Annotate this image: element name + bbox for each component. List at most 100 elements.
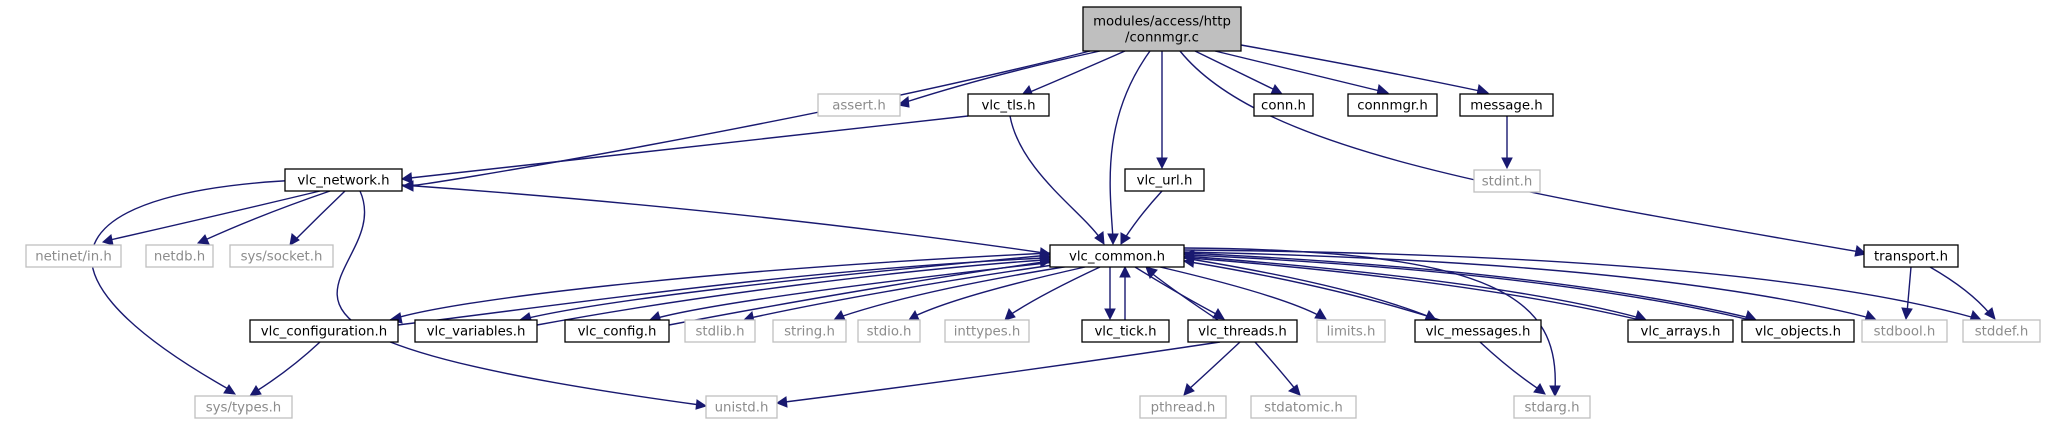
edge-root-to-vlc_network [401, 50, 1091, 192]
node-label: netinet/in.h [35, 250, 112, 265]
arrow-head [1270, 84, 1284, 95]
edge-vlc_common-to-limits [1159, 266, 1327, 320]
edge-line [784, 341, 1221, 403]
arrow-head [196, 234, 210, 245]
node-label: vlc_objects.h [1755, 325, 1841, 340]
edge-vlc_threads-to-stdatomic [1254, 341, 1301, 396]
edge-line [536, 259, 1045, 326]
arrow-head [1182, 249, 1195, 261]
node-label: vlc_arrays.h [1641, 325, 1721, 340]
node-box [944, 319, 1030, 343]
node-vlc-network[interactable]: vlc_network.h [284, 168, 403, 192]
edge-vlc_tick-to-vlc_common [1119, 265, 1131, 320]
edge-line [389, 252, 1051, 321]
edge-line [839, 265, 1071, 318]
arrow-head [1004, 307, 1016, 321]
node-label: vlc_variables.h [427, 325, 526, 340]
arrow-head [695, 399, 708, 410]
edges-layer [91, 44, 1996, 410]
node-label: sys/socket.h [241, 250, 323, 265]
node-box [772, 319, 847, 343]
node-vlc-tls[interactable]: vlc_tls.h [967, 93, 1050, 117]
node-vlc-tick[interactable]: vlc_tick.h [1081, 319, 1170, 343]
node-sys-socket: sys/socket.h [229, 244, 334, 268]
node-label: stdio.h [867, 325, 912, 340]
node-label: stdint.h [1482, 175, 1533, 190]
edge-line [1109, 50, 1151, 240]
node-vlc-variables[interactable]: vlc_variables.h [414, 319, 538, 343]
edge-vlc_tls-to-vlc_common [1009, 115, 1105, 245]
node-transport[interactable]: transport.h [1863, 244, 1959, 268]
node-stdarg: stdarg.h [1513, 395, 1591, 419]
node-box [817, 93, 901, 117]
edge-line [1183, 249, 1976, 319]
edge-vlc_network-to-netdb [196, 190, 331, 245]
edge-vlc_network-to-sys_socket [289, 190, 346, 246]
node-label: vlc_config.h [578, 325, 657, 340]
node-stddef: stddef.h [1962, 319, 2041, 343]
node-stdbool: stdbool.h [1861, 319, 1948, 343]
node-label: unistd.h [715, 401, 769, 416]
node-limits: limits.h [1316, 319, 1386, 343]
node-vlc-objects[interactable]: vlc_objects.h [1741, 319, 1855, 343]
edge-vlc_threads-to-vlc_common [1145, 266, 1219, 321]
node-vlc-url[interactable]: vlc_url.h [1124, 168, 1205, 192]
edge-vlc_common-to-stdbool [1183, 251, 1878, 322]
edge-line [1189, 254, 1751, 321]
edge-line [1240, 44, 1481, 92]
arrow-head [1094, 231, 1105, 245]
node-message[interactable]: message.h [1459, 93, 1554, 117]
edge-vlc_common-to-vlc_tick [1104, 267, 1116, 321]
node-connmgr[interactable]: connmgr.h [1347, 93, 1438, 117]
node-root[interactable]: modules/access/http/connmgr.c [1082, 6, 1242, 52]
node-box [414, 319, 538, 343]
edge-vlc_network-to-sys_types [91, 179, 301, 395]
edge-transport-to-stdbool [1901, 266, 1913, 321]
edge-line [914, 266, 1086, 317]
node-vlc-configuration[interactable]: vlc_configuration.h [249, 319, 399, 343]
node-vlc-messages[interactable]: vlc_messages.h [1414, 319, 1542, 343]
node-label: inttypes.h [954, 325, 1021, 340]
arrow-head [1533, 383, 1546, 395]
node-box [1049, 244, 1185, 268]
node-label: netdb.h [154, 250, 205, 265]
arrow-head [1314, 308, 1327, 320]
node-conn[interactable]: conn.h [1253, 93, 1314, 117]
node-stdatomic: stdatomic.h [1250, 395, 1357, 419]
node-box [1741, 319, 1855, 343]
edge-line [1124, 190, 1163, 239]
node-stdio: stdio.h [857, 319, 921, 343]
node-box [1081, 319, 1170, 343]
node-inttypes: inttypes.h [944, 319, 1030, 343]
node-box [857, 319, 921, 343]
edge-line [749, 263, 1061, 319]
node-string: string.h [772, 319, 847, 343]
arrow-head [1156, 157, 1168, 170]
node-label: /connmgr.c [1125, 31, 1199, 46]
edge-root-to-conn [1194, 50, 1284, 95]
node-vlc-config[interactable]: vlc_config.h [564, 319, 670, 343]
node-box [1513, 395, 1591, 419]
edge-line [1254, 341, 1297, 391]
node-vlc-arrays[interactable]: vlc_arrays.h [1627, 319, 1734, 343]
edge-line [1183, 252, 1751, 319]
node-box [1863, 244, 1959, 268]
node-stdint: stdint.h [1473, 169, 1541, 193]
edge-vlc_objects-to-vlc_common [1182, 249, 1751, 321]
edge-line [1189, 261, 1441, 321]
edge-vlc_common-to-stdarg [1183, 247, 1561, 398]
arrow-head [832, 310, 846, 321]
arrow-head [289, 233, 300, 246]
node-box [1962, 319, 2041, 343]
node-box [194, 395, 293, 419]
arrow-head [1549, 385, 1561, 398]
edge-line [1183, 257, 1431, 318]
arrow-head [101, 234, 114, 246]
arrow-head [1183, 383, 1195, 396]
edge-line [1906, 266, 1912, 314]
node-vlc-threads[interactable]: vlc_threads.h [1187, 319, 1298, 343]
node-label: string.h [784, 325, 835, 340]
edge-line [409, 115, 969, 179]
node-vlc-common[interactable]: vlc_common.h [1049, 244, 1185, 268]
